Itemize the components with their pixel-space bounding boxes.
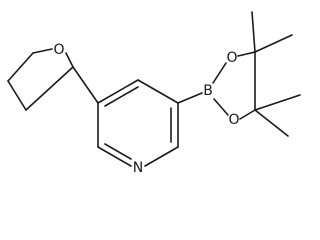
bond-thf-pyridine [72,66,99,104]
bond-ca-me2 [254,34,293,53]
atom-label-ring-oxygen: O [53,42,64,58]
bond-b-o2 [213,98,229,116]
bond-c3-c4-inner [104,86,139,107]
bond-o2-cb [239,109,256,120]
bond-n-c2 [97,146,132,167]
bond-c4-c5 [137,79,179,104]
bond-c4-c3 [7,80,27,111]
bond-c6-n [144,146,179,167]
chemical-structure: O O O B N [7,11,301,176]
atom-label-pyridine-nitrogen: N [133,160,143,176]
bond-n-c2-inner [104,143,132,160]
atom-labels: O O O B N [53,42,239,176]
pyridine-ring [97,79,179,167]
bond-c2-o [65,52,74,68]
atom-label-boron: B [203,83,213,99]
tetrahydrofuran-ring [7,48,74,111]
bond-c3-c4 [97,79,139,104]
bond-pyridine-boron [177,92,203,104]
bond-o1-ca [237,51,256,57]
bond-c3-c2 [25,66,74,111]
bond-b-o1 [212,62,227,84]
atom-label-boronate-oxygen-upper: O [226,50,237,66]
bond-cb-me3 [254,94,301,111]
atom-label-boronate-oxygen-lower: O [228,112,239,128]
bond-ca-me1 [251,11,256,53]
pinacol-boronate-ring [212,11,301,137]
bond-c5-c4 [7,52,34,82]
bond-o-c5 [32,48,53,54]
bond-cb-me4 [254,109,289,137]
